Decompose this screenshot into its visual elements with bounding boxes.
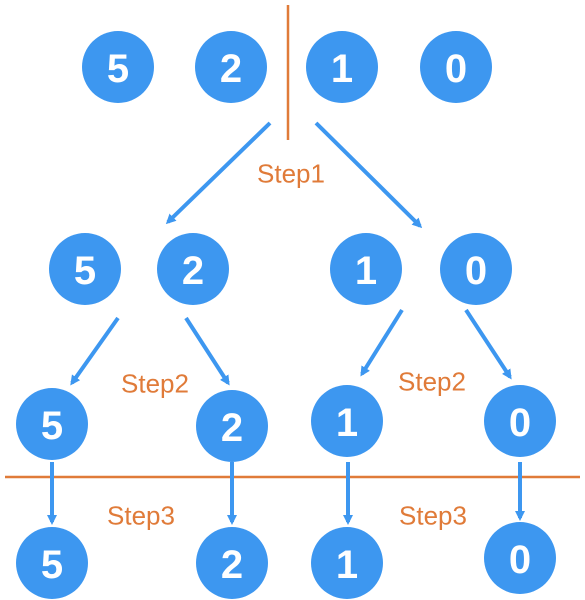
node-l1-2: 2 (157, 233, 229, 305)
arrow-step2-1 (360, 308, 404, 377)
node-l1-0: 0 (440, 233, 512, 305)
node-l2-1: 1 (311, 385, 383, 457)
svg-text:1: 1 (336, 543, 358, 587)
node-l2-0: 0 (484, 385, 556, 457)
svg-text:1: 1 (331, 47, 353, 91)
svg-text:5: 5 (107, 47, 129, 91)
svg-text:0: 0 (445, 47, 467, 91)
node-l2-2: 2 (196, 390, 268, 462)
step2-left-label: Step2 (121, 368, 189, 399)
node-l1-5: 5 (49, 233, 121, 305)
svg-text:1: 1 (336, 401, 358, 445)
node-l3-1: 1 (311, 527, 383, 599)
step1-label: Step1 (257, 158, 325, 189)
step3-right-label: Step3 (399, 500, 467, 531)
step2-right-label: Step2 (398, 366, 466, 397)
node-l0-0: 0 (420, 31, 492, 103)
node-l3-0: 0 (484, 522, 556, 594)
node-l0-1: 1 (306, 31, 378, 103)
step3-left-label: Step3 (107, 500, 175, 531)
arrow-step1-left (165, 121, 272, 225)
svg-text:2: 2 (221, 543, 243, 587)
svg-text:0: 0 (509, 401, 531, 445)
svg-text:5: 5 (41, 543, 63, 587)
arrow-step1-right (314, 121, 423, 229)
svg-text:5: 5 (41, 404, 63, 448)
node-l2-5: 5 (16, 388, 88, 460)
node-l1-1: 1 (330, 233, 402, 305)
node-l3-2: 2 (196, 527, 268, 599)
svg-text:1: 1 (355, 249, 377, 293)
svg-text:0: 0 (465, 249, 487, 293)
svg-text:2: 2 (182, 249, 204, 293)
node-l3-5: 5 (16, 527, 88, 599)
svg-text:0: 0 (509, 538, 531, 582)
svg-text:5: 5 (74, 249, 96, 293)
svg-text:2: 2 (221, 406, 243, 450)
node-l0-2: 2 (195, 31, 267, 103)
arrow-step2-0 (464, 308, 512, 380)
arrow-step2-2 (184, 316, 230, 386)
arrow-step2-5 (70, 316, 120, 386)
node-l0-5: 5 (82, 31, 154, 103)
svg-text:2: 2 (220, 47, 242, 91)
arrows (47, 121, 525, 525)
